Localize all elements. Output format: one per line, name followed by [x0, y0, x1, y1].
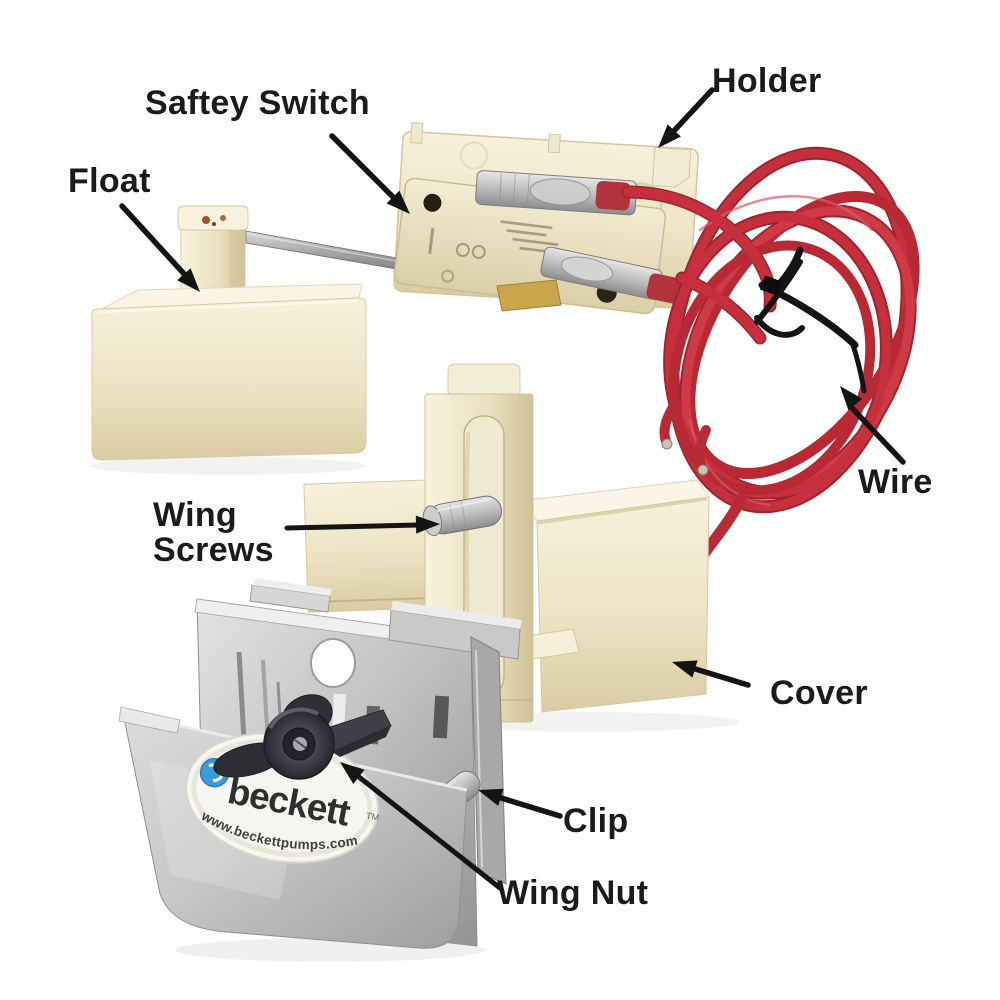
label-wire: Wire — [858, 463, 933, 501]
label-clip: Clip — [563, 802, 629, 840]
wire-part — [621, 146, 920, 569]
beckett-label: beckett TM www.beckettpumps.com — [185, 732, 380, 865]
saftey-switch-arrow — [329, 133, 410, 214]
beckett-trademark-text: TM — [365, 810, 380, 822]
cover-back-plate — [303, 479, 441, 613]
wing-nut-arrow — [340, 762, 503, 891]
wing-nut-part — [213, 694, 392, 780]
clip-arrow — [478, 788, 563, 819]
holder-arrow — [658, 87, 715, 148]
wire-coil — [663, 146, 920, 514]
annotation-arrows — [119, 87, 906, 891]
wing-screw — [422, 495, 502, 537]
wing-screws-arrow — [284, 515, 440, 534]
cover-box — [497, 479, 710, 713]
label-wing-nut: Wing Nut — [497, 874, 649, 912]
cover-arrow — [672, 660, 751, 688]
label-cover: Cover — [770, 674, 868, 712]
label-float: Float — [68, 162, 151, 200]
label-holder: Holder — [712, 62, 822, 100]
switch-mount-hole — [423, 193, 442, 212]
label-saftey-switch: Saftey Switch — [145, 84, 370, 122]
clip-part: beckett TM www.beckettpumps.com — [118, 578, 522, 962]
float-arm-rod — [245, 230, 415, 273]
switch-terminals — [475, 170, 685, 312]
zip-tie — [754, 246, 867, 394]
float-arrow — [119, 203, 200, 292]
label-wing-screws: Wing Screws — [153, 496, 274, 569]
wire-arrow — [840, 386, 906, 465]
float-pivot-dot — [202, 216, 210, 224]
clip-mount-hole — [310, 638, 356, 688]
brass-terminal — [496, 279, 562, 312]
float-part — [90, 205, 367, 475]
